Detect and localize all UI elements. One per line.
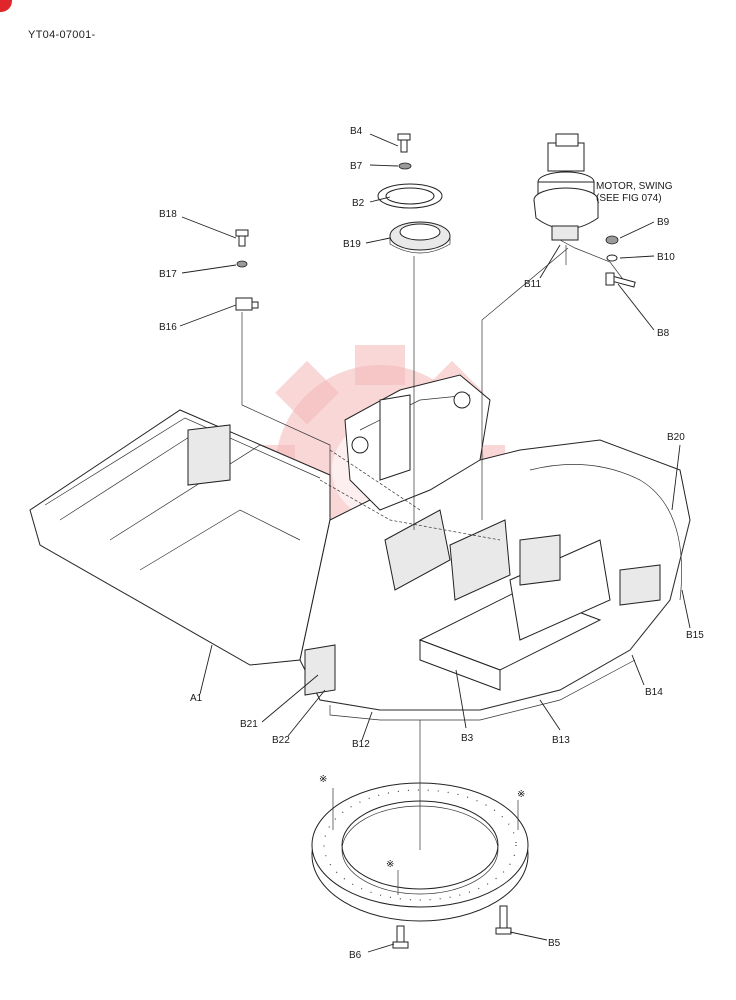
callout-B8: B8 bbox=[657, 328, 670, 339]
callout-B20: B20 bbox=[667, 432, 685, 443]
bolt-B5-icon bbox=[495, 905, 512, 935]
callout-B15: B15 bbox=[686, 630, 704, 641]
nut-B9-icon bbox=[605, 235, 619, 245]
callout-B19: B19 bbox=[343, 239, 361, 250]
callout-B16: B16 bbox=[159, 322, 177, 333]
callout-B7: B7 bbox=[350, 161, 363, 172]
callout-leaders bbox=[179, 133, 691, 953]
callout-B18: B18 bbox=[159, 209, 177, 220]
leader-line-left bbox=[241, 312, 331, 475]
motor-note-line1: MOTOR, SWING bbox=[596, 181, 673, 192]
motor-note-line2: (SEE FIG 074) bbox=[596, 193, 662, 204]
leader-line-motor bbox=[481, 247, 569, 520]
callout-B9: B9 bbox=[657, 217, 670, 228]
ring-mark-3: ※ bbox=[386, 859, 394, 870]
callout-B13: B13 bbox=[552, 735, 570, 746]
bolt-B4-icon bbox=[397, 133, 411, 153]
bolt-B8-icon bbox=[605, 272, 636, 288]
callout-B2: B2 bbox=[352, 198, 365, 209]
callout-B10: B10 bbox=[657, 252, 675, 263]
callout-B11: B11 bbox=[524, 279, 541, 290]
callout-B17: B17 bbox=[159, 269, 177, 280]
bolt-B18-icon bbox=[235, 229, 249, 247]
callout-B5: B5 bbox=[548, 938, 561, 949]
swing-motor-icon bbox=[533, 133, 626, 283]
callout-B22: B22 bbox=[272, 735, 290, 746]
callout-B21: B21 bbox=[240, 719, 258, 730]
ring-mark-2: ※ bbox=[517, 789, 525, 800]
callout-B3: B3 bbox=[461, 733, 474, 744]
callout-B14: B14 bbox=[645, 687, 663, 698]
seal-B19-icon bbox=[389, 221, 451, 254]
washer-B7-icon bbox=[398, 162, 412, 170]
callout-B4: B4 bbox=[350, 126, 363, 137]
callout-B12: B12 bbox=[352, 739, 370, 750]
ring-mark-1: ※ bbox=[319, 774, 327, 785]
document-code: YT04-07001- bbox=[28, 29, 96, 41]
snap-ring-B2-icon bbox=[377, 183, 443, 209]
callout-A1: A1 bbox=[190, 693, 203, 704]
bolt-B6-icon bbox=[392, 925, 409, 949]
washer-B10-icon bbox=[606, 254, 618, 262]
upper-frame-assembly bbox=[29, 374, 691, 721]
callout-B6: B6 bbox=[349, 950, 362, 961]
clamp-B16-icon bbox=[235, 297, 259, 311]
washer-B17-icon bbox=[236, 260, 248, 268]
